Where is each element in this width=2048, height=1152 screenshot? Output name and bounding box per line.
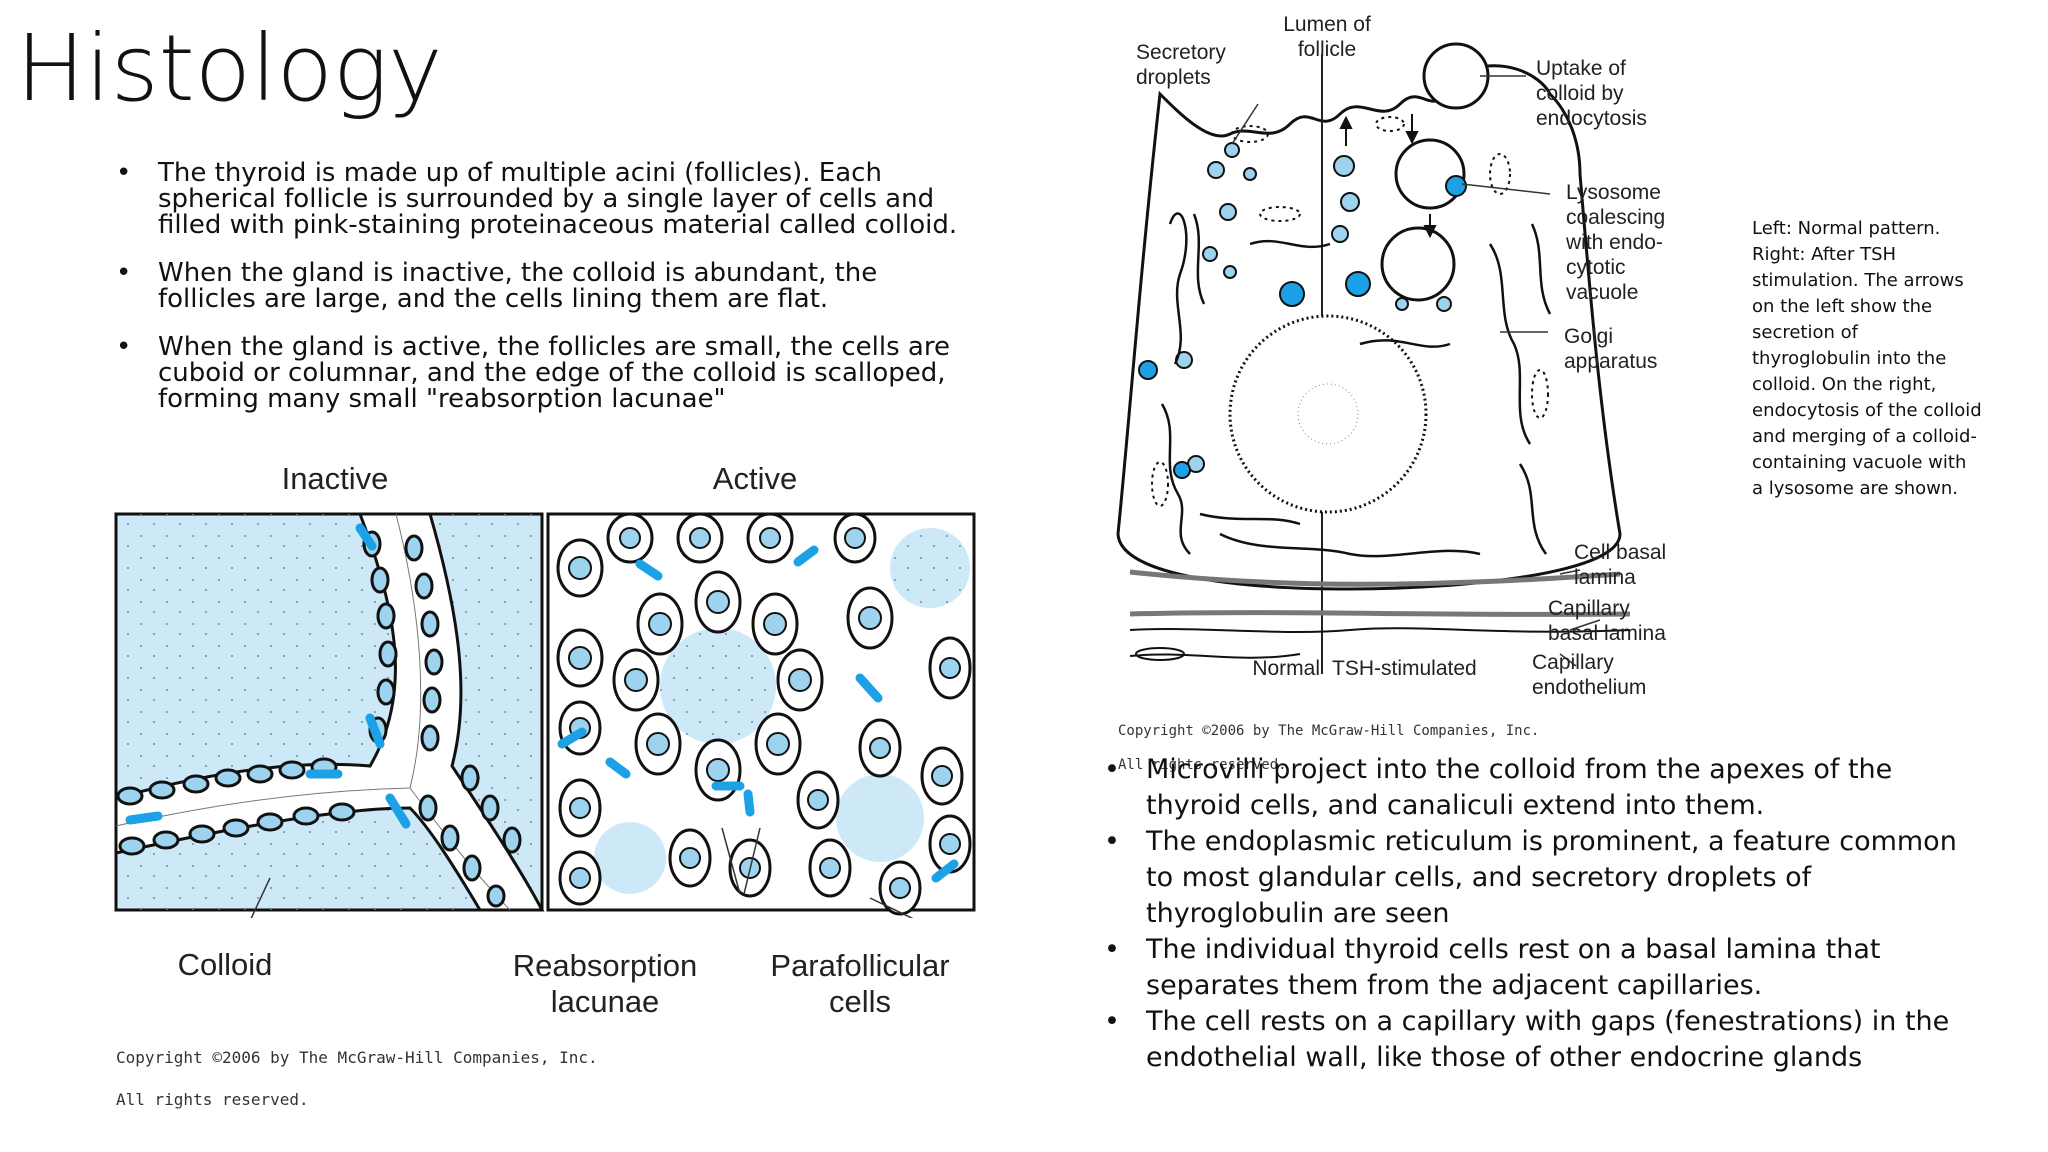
label-secretory-droplets: Secretory droplets: [1136, 41, 1226, 89]
right-bullet-list: Microvilli project into the colloid from…: [1104, 752, 1984, 1076]
thyroid-cell-diagram: [1116, 42, 1631, 674]
follicle-copyright: Copyright ©2006 by The McGraw-Hill Compa…: [116, 1026, 598, 1131]
label-active: Active: [712, 461, 798, 496]
label-tsh-stimulated: TSH-stimulated: [1332, 657, 1477, 680]
label-lumen-of-follicle: Lumen of follicle: [1283, 13, 1371, 61]
label-capillary-endothelium: Capillary endothelium: [1532, 651, 1647, 699]
label-lysosome: Lysosome coalescing with endo-cytotic va…: [1566, 181, 1666, 304]
label-normal: Normal: [1252, 657, 1320, 680]
active-panel: [546, 512, 976, 918]
label-inactive: Inactive: [281, 461, 389, 496]
bullet-item: The individual thyroid cells rest on a b…: [1104, 932, 1984, 1004]
cell-copyright-line1: Copyright ©2006 by The McGraw-Hill Compa…: [1118, 723, 1540, 739]
label-cell-basal-lamina: Cell basal lamina: [1574, 541, 1667, 589]
label-parafollicular-cells: Parafollicular cells: [770, 948, 950, 1019]
label-capillary-basal-lamina: Capillary basal lamina: [1548, 597, 1666, 645]
label-colloid: Colloid: [177, 947, 273, 982]
page-title: Histology: [16, 15, 443, 122]
figure-caption: Left: Normal pattern. Right: After TSH s…: [1752, 218, 1982, 499]
bullet-item: When the gland is active, the follicles …: [116, 334, 976, 412]
left-bullet-list: The thyroid is made up of multiple acini…: [116, 160, 976, 434]
bullet-item: The endoplasmic reticulum is prominent, …: [1104, 824, 1984, 932]
follicle-copyright-line1: Copyright ©2006 by The McGraw-Hill Compa…: [116, 1048, 598, 1067]
follicle-diagram: [114, 512, 976, 918]
bullet-item: The thyroid is made up of multiple acini…: [116, 160, 976, 238]
bullet-item: Microvilli project into the colloid from…: [1104, 752, 1984, 824]
bullet-item: When the gland is inactive, the colloid …: [116, 260, 976, 312]
follicle-copyright-line2: All rights reserved.: [116, 1090, 309, 1109]
bullet-item: The cell rests on a capillary with gaps …: [1104, 1004, 1984, 1076]
label-golgi-apparatus: Golgi apparatus: [1564, 325, 1658, 373]
label-uptake-of-colloid: Uptake of colloid by endocytosis: [1536, 57, 1647, 130]
inactive-panel: [114, 512, 545, 918]
label-reabsorption-lacunae: Reabsorption lacunae: [512, 948, 698, 1019]
